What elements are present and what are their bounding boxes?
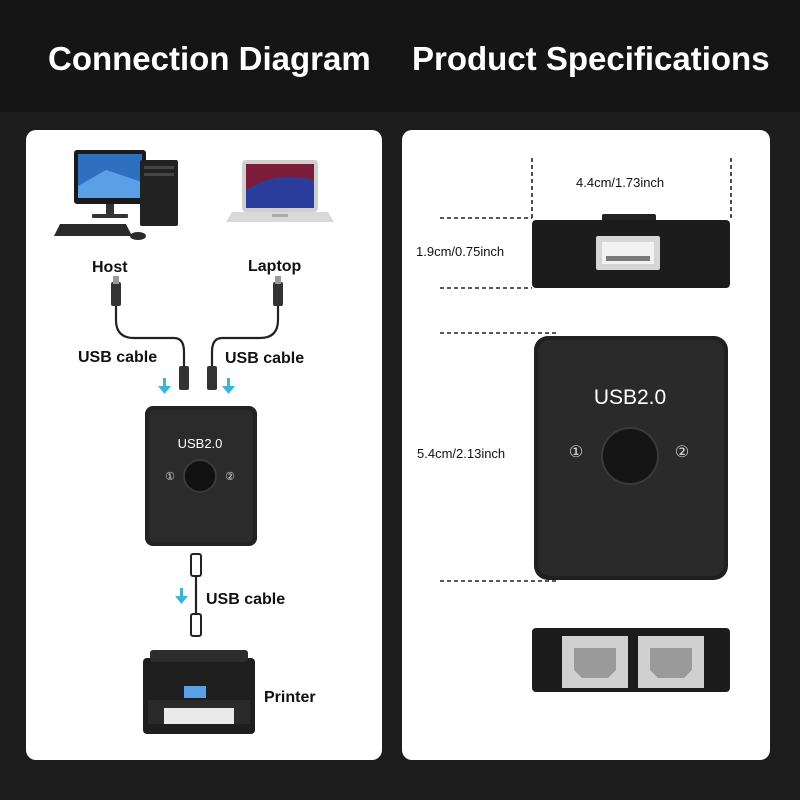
port-2-label: ②	[225, 471, 235, 483]
product-specifications-panel: USB2.0 ① ② 4.4cm/1.73inch 1.9cm/0.75inch…	[402, 130, 770, 760]
switch-bottom-view-icon	[532, 628, 730, 692]
usb-cable-label-bottom: USB cable	[206, 591, 286, 608]
dimension-guide-lines	[440, 158, 732, 582]
length-dimension-label: 5.4cm/2.13inch	[417, 446, 506, 461]
port-1-label: ①	[165, 471, 175, 483]
printer-icon	[143, 650, 255, 734]
usb-cable-icon	[190, 553, 202, 637]
product-specifications-title: Product Specifications	[412, 40, 770, 77]
switch-model-text: USB2.0	[594, 386, 666, 409]
usb-cable-icon	[114, 305, 280, 366]
usb-plug-icon	[111, 276, 283, 390]
desktop-computer-icon	[54, 150, 178, 240]
usb-cable-label-right: USB cable	[225, 350, 305, 367]
arrow-down-icon	[158, 378, 235, 394]
product-specifications-illustration: USB2.0 ① ②	[440, 158, 732, 692]
port-2-label: ②	[675, 444, 689, 461]
connection-diagram-illustration: USB2.0 ① ②	[54, 150, 334, 734]
height-dimension-label: 1.9cm/0.75inch	[416, 244, 505, 259]
host-label: Host	[92, 259, 128, 276]
connection-diagram-title: Connection Diagram	[48, 40, 371, 77]
port-1-label: ①	[569, 444, 583, 461]
laptop-icon	[226, 160, 334, 222]
arrow-down-icon	[175, 588, 188, 604]
switch-model-text: USB2.0	[178, 436, 223, 451]
laptop-label: Laptop	[248, 258, 302, 275]
switch-top-view-icon	[532, 214, 730, 288]
switch-front-view-icon: USB2.0 ① ②	[534, 336, 728, 580]
connection-diagram-panel: USB2.0 ① ② Host Laptop USB cable USB cab…	[26, 130, 382, 760]
usb-switch-device-icon: USB2.0 ① ②	[145, 406, 257, 546]
width-dimension-label: 4.4cm/1.73inch	[576, 175, 665, 190]
printer-label: Printer	[264, 689, 316, 706]
usb-cable-label-left: USB cable	[78, 349, 158, 366]
header-bar	[0, 0, 800, 112]
